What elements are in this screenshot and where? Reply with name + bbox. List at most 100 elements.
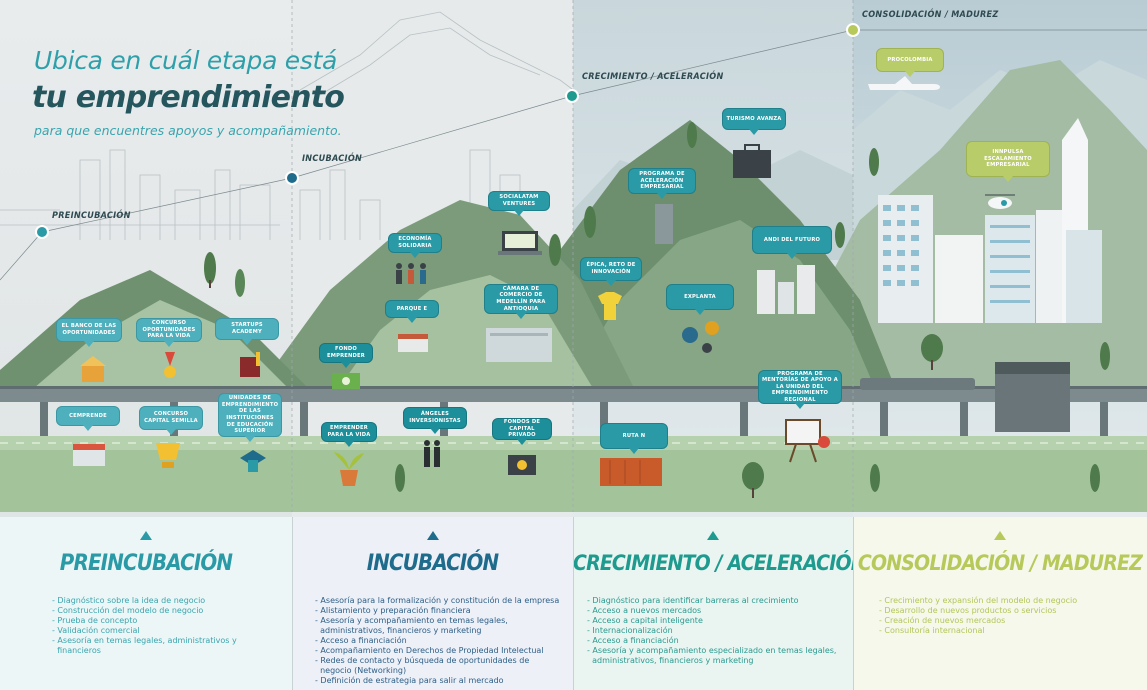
icon-shirt	[598, 292, 622, 320]
header-line-3: para que encuentres apoyos y acompañamie…	[34, 123, 342, 138]
column-arrow	[994, 531, 1006, 540]
bubble-angeles-inversionistas[interactable]: ÁNGELES INVERSIONISTAS	[403, 407, 467, 434]
list-item: - Alistamiento y preparación financiera	[315, 606, 471, 615]
header-line-1: Ubica en cuál etapa está	[34, 46, 338, 75]
list-item: financieros	[52, 646, 101, 655]
bubble-emprender-vida[interactable]: EMPRENDER PARA LA VIDA	[321, 422, 377, 447]
icon-money	[332, 373, 360, 389]
skyline-buildings	[878, 118, 1102, 323]
highway-rail	[0, 386, 1147, 389]
landscape-scene	[0, 0, 1147, 520]
bubble-fondos-capital[interactable]: FONDOS DE CAPITAL PRIVADO	[492, 418, 552, 445]
bubble-turismo-avanza[interactable]: TURISMO AVANZA	[722, 108, 786, 135]
column-divider	[573, 517, 574, 690]
list-item: - Validación comercial	[52, 626, 140, 635]
list-item: - Diagnóstico sobre la idea de negocio	[52, 596, 206, 605]
bubble-startups-academy[interactable]: STARTUPS ACADEMY	[215, 318, 279, 345]
bubble-programa-aceleracion[interactable]: PROGRAMA DE ACELERACIÓN EMPRESARIAL	[628, 168, 696, 199]
stage-label-preincubacion: PREINCUBACIÓN	[52, 211, 131, 221]
icon-gears	[682, 321, 719, 353]
icon-tower	[655, 204, 673, 244]
stage-label-crecimiento: CRECIMIENTO / ACELERACIÓN	[582, 72, 724, 82]
marker-preincubacion	[35, 225, 49, 239]
column-title: CRECIMIENTO / ACELERACIÓN	[573, 551, 867, 575]
list-item: - Consultoría internacional	[879, 626, 985, 635]
list-item: negocio (Networking)	[315, 666, 407, 675]
highway-deck	[0, 388, 1147, 402]
column-preincubacion: PREINCUBACIÓN - Diagnóstico sobre la ide…	[0, 517, 292, 690]
column-list: - Diagnóstico para identificar barreras …	[587, 596, 836, 666]
bubble-mentorias[interactable]: PROGRAMA DE MENTORÍAS DE APOYO A LA UNID…	[758, 370, 842, 409]
list-item: administrativos, financieros y marketing	[315, 626, 482, 635]
list-item: - Crecimiento y expansión del modelo de …	[879, 596, 1078, 605]
icon-medal	[164, 352, 176, 378]
column-divider	[292, 517, 293, 690]
list-item: - Asesoría en temas legales, administrat…	[52, 636, 237, 645]
list-item: - Prueba de concepto	[52, 616, 138, 625]
list-item: - Acceso a financiación	[315, 636, 407, 645]
icon-laptop	[498, 231, 542, 255]
icon-bank	[80, 356, 106, 382]
list-item: - Asesoría y acompañamiento en temas leg…	[315, 616, 508, 625]
column-arrow	[707, 531, 719, 540]
column-arrow	[140, 531, 152, 540]
bubble-innpulsa[interactable]: INNPULSA ESCALAMIENTO EMPRESARIAL	[966, 141, 1050, 182]
icon-plant-pot	[334, 452, 364, 486]
road	[0, 436, 1147, 450]
icon-suitcase	[733, 144, 771, 178]
list-item: - Acceso a capital inteligente	[587, 616, 703, 625]
list-item: - Acceso a financiación	[587, 636, 679, 645]
bubble-capital-semilla[interactable]: CONCURSO CAPITAL SEMILLA	[139, 406, 203, 435]
column-incubacion: INCUBACIÓN - Asesoría para la formalizac…	[292, 517, 573, 690]
list-item: - Definición de estrategia para salir al…	[315, 676, 504, 685]
stage-label-incubacion: INCUBACIÓN	[302, 154, 363, 164]
icon-store	[73, 444, 105, 466]
bubble-ruta-n[interactable]: RUTA N	[600, 423, 668, 454]
column-arrow	[426, 531, 439, 540]
list-item: - Creación de nuevos mercados	[879, 616, 1006, 625]
icon-graduation-cap	[240, 450, 266, 472]
icon-airplane	[868, 76, 940, 90]
list-item: - Construcción del modelo de negocio	[52, 606, 204, 615]
icon-containers	[600, 458, 662, 486]
bubble-economia-solidaria[interactable]: ECONOMÍA SOLIDARIA	[388, 233, 442, 258]
marker-incubacion	[285, 171, 299, 185]
icon-investors	[424, 440, 440, 467]
stage-label-consolidacion: CONSOLIDACIÓN / MADUREZ	[862, 10, 999, 20]
stages-detail: PREINCUBACIÓN - Diagnóstico sobre la ide…	[0, 517, 1147, 690]
column-title: CONSOLIDACIÓN / MADUREZ	[857, 551, 1143, 575]
bubble-epica[interactable]: ÉPICA, RETO DE INNOVACIÓN	[580, 257, 642, 286]
column-list: - Crecimiento y expansión del modelo de …	[879, 596, 1077, 636]
bubble-unidades-emprendimiento[interactable]: UNIDADES DE EMPRENDIMIENTO DE LAS INSTIT…	[218, 393, 282, 442]
list-item: - Asesoría y acompañamiento especializad…	[587, 646, 837, 655]
bubble-fondo-emprender[interactable]: FONDO EMPRENDER	[319, 343, 373, 368]
icon-safe	[508, 455, 536, 475]
bubble-procolombia[interactable]: PROCOLOMBIA	[876, 48, 944, 77]
trees	[204, 122, 1110, 498]
column-consolidacion: CONSOLIDACIÓN / MADUREZ - Crecimiento y …	[853, 517, 1147, 690]
icon-book	[240, 352, 260, 377]
bubble-concurso-oportunidades[interactable]: CONCURSO OPORTUNIDADES PARA LA VIDA	[136, 318, 202, 347]
bubble-parque-e[interactable]: PARQUE E	[385, 300, 439, 323]
sketch-outlines	[0, 11, 581, 240]
bubble-banco-oportunidades[interactable]: EL BANCO DE LAS OPORTUNIDADES	[56, 318, 122, 347]
icon-building-camara	[486, 328, 552, 362]
bubble-cemprende[interactable]: CEMPRENDE	[56, 406, 120, 431]
bubble-andi-futuro[interactable]: ANDI DEL FUTURO	[752, 226, 832, 259]
bubble-socialatam[interactable]: SOCIALATAM VENTURES	[488, 191, 550, 216]
list-item: - Desarrollo de nuevos productos o servi…	[879, 606, 1057, 615]
bubble-explanta[interactable]: EXPLANTA	[666, 284, 734, 315]
icon-presentation-board	[785, 419, 830, 463]
list-item: - Acompañamiento en Derechos de Propieda…	[315, 646, 544, 655]
icon-building-parque	[398, 334, 428, 352]
marker-consolidacion	[846, 23, 860, 37]
column-list: - Diagnóstico sobre la idea de negocio -…	[52, 596, 237, 656]
column-title: PREINCUBACIÓN	[59, 551, 233, 576]
metro-train	[860, 378, 975, 390]
icon-helicopter	[985, 194, 1015, 209]
bubble-camara-comercio[interactable]: CÁMARA DE COMERCIO DE MEDELLÍN PARA ANTI…	[484, 284, 558, 319]
column-list: - Asesoría para la formalización y const…	[315, 596, 559, 686]
stage-path	[0, 0, 1147, 512]
marker-crecimiento	[565, 89, 579, 103]
